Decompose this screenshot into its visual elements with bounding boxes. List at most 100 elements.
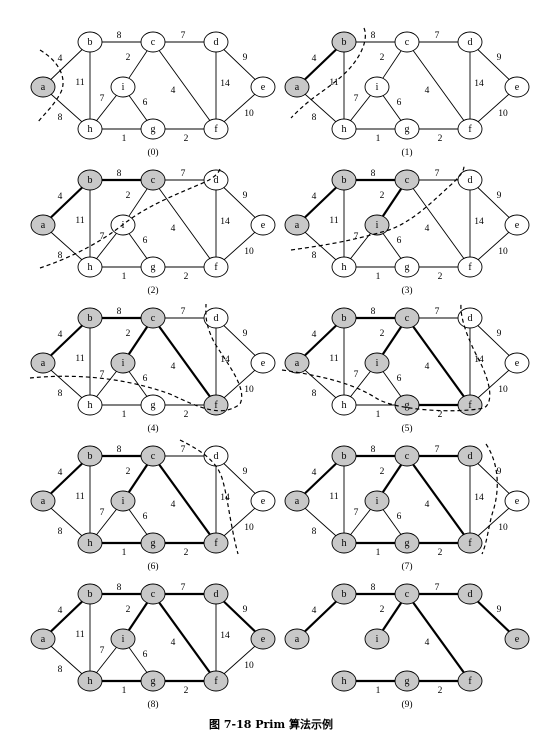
node-d: [457, 31, 483, 53]
edge-weight-g-h: 1: [376, 272, 381, 282]
edge-weight-c-i: 2: [126, 467, 131, 477]
edge-weight-a-h: 8: [58, 113, 63, 123]
edge-weight-d-e: 9: [497, 605, 502, 615]
edge-weight-g-h: 1: [122, 410, 127, 420]
node-label-d: d: [214, 589, 219, 600]
node-label-d: d: [214, 37, 219, 48]
node-label-c: c: [405, 37, 410, 48]
node-f: [457, 532, 483, 554]
edge-weight-b-h: 11: [329, 354, 338, 364]
edge-weight-c-i: 2: [380, 191, 385, 201]
node-label-a: a: [295, 82, 300, 93]
edge-weight-b-c: 8: [117, 583, 122, 593]
edge-weight-c-f: 4: [171, 86, 176, 96]
edge-weight-e-f: 10: [498, 523, 508, 533]
node-b: [77, 31, 103, 53]
edge-weight-g-h: 1: [376, 548, 381, 558]
edge-weight-a-h: 8: [58, 527, 63, 537]
edge-weight-g-i: 6: [143, 374, 148, 384]
node-label-i: i: [122, 82, 125, 93]
edge-weight-g-h: 1: [376, 410, 381, 420]
node-d: [203, 31, 229, 53]
node-d: [457, 307, 483, 329]
node-label-c: c: [405, 175, 410, 186]
node-label-a: a: [41, 220, 46, 231]
edge-weight-d-f: 14: [474, 217, 484, 227]
edge-weight-b-c: 8: [371, 445, 376, 455]
edge-weight-b-c: 8: [117, 169, 122, 179]
node-label-a: a: [295, 220, 300, 231]
node-label-f: f: [468, 262, 472, 273]
node-e: [504, 76, 530, 98]
edge-weight-c-f: 4: [425, 500, 430, 510]
node-b: [331, 445, 357, 467]
node-label-h: h: [342, 262, 347, 273]
edge-weight-a-h: 8: [312, 527, 317, 537]
node-i: [110, 76, 136, 98]
edge-c-f: [406, 593, 471, 682]
edge-weight-a-h: 8: [58, 389, 63, 399]
edge-weight-c-d: 7: [435, 31, 440, 41]
edge-weight-b-c: 8: [117, 307, 122, 317]
edge-weight-f-g: 2: [184, 686, 189, 696]
edge-weight-g-h: 1: [376, 686, 381, 696]
edge-weight-e-f: 10: [244, 247, 254, 257]
edge-weight-a-b: 4: [312, 468, 317, 478]
node-c: [140, 169, 166, 191]
edge-weight-a-b: 4: [58, 54, 63, 64]
edge-weight-g-h: 1: [122, 134, 127, 144]
edge-weight-e-f: 10: [498, 385, 508, 395]
edge-weight-g-i: 6: [143, 512, 148, 522]
node-label-b: b: [342, 175, 347, 186]
edge-weight-a-b: 4: [312, 606, 317, 616]
node-label-b: b: [342, 37, 347, 48]
edge-weight-c-d: 7: [181, 169, 186, 179]
edge-weight-d-f: 14: [220, 217, 230, 227]
node-i: [110, 628, 136, 650]
node-label-e: e: [515, 634, 520, 645]
edge-weight-c-f: 4: [171, 638, 176, 648]
step-label-6: (6): [147, 561, 158, 572]
node-b: [331, 583, 357, 605]
node-label-c: c: [405, 451, 410, 462]
edge-weight-c-f: 4: [171, 500, 176, 510]
edge-weight-g-i: 6: [143, 236, 148, 246]
edge-weight-h-i: 7: [100, 508, 105, 518]
node-g: [394, 118, 420, 140]
node-label-h: h: [88, 262, 93, 273]
node-label-e: e: [261, 496, 266, 507]
edge-c-f: [406, 455, 471, 544]
node-label-i: i: [376, 634, 379, 645]
edge-weight-c-d: 7: [181, 445, 186, 455]
edge-weight-b-c: 8: [371, 169, 376, 179]
edge-weight-e-f: 10: [244, 385, 254, 395]
node-label-h: h: [88, 124, 93, 135]
node-label-d: d: [214, 175, 219, 186]
node-h: [331, 256, 357, 278]
node-b: [77, 169, 103, 191]
node-label-a: a: [41, 82, 46, 93]
node-e: [504, 352, 530, 374]
edge-weight-h-i: 7: [100, 232, 105, 242]
edge-weight-a-h: 8: [58, 665, 63, 675]
node-c: [394, 445, 420, 467]
node-label-h: h: [88, 538, 93, 549]
node-label-d: d: [214, 313, 219, 324]
node-e: [504, 628, 530, 650]
edge-weight-a-b: 4: [58, 606, 63, 616]
edge-weight-h-i: 7: [100, 370, 105, 380]
node-h: [331, 394, 357, 416]
edge-weight-h-i: 7: [354, 508, 359, 518]
step-label-3: (3): [401, 285, 412, 296]
node-label-b: b: [342, 589, 347, 600]
node-label-c: c: [151, 37, 156, 48]
edge-weight-a-h: 8: [312, 113, 317, 123]
node-h: [77, 256, 103, 278]
edge-weight-d-f: 14: [220, 493, 230, 503]
node-label-h: h: [342, 538, 347, 549]
node-label-h: h: [342, 676, 347, 687]
edge-weight-e-f: 10: [498, 247, 508, 257]
edge-weight-b-h: 11: [75, 216, 84, 226]
edge-weight-h-i: 7: [354, 370, 359, 380]
